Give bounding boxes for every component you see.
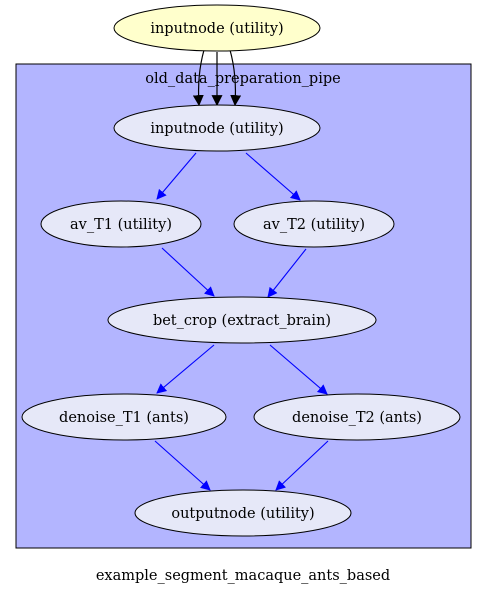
edge-denoise-t2-to-output [275, 440, 329, 491]
edge-av-t2-to-bet [267, 248, 307, 298]
edge-input-to-av-t1 [156, 152, 197, 200]
node-label: denoise_T1 (ants) [59, 410, 189, 426]
node-av-t1[interactable]: av_T1 (utility) [40, 200, 202, 248]
cluster-label: old_data_preparation_pipe [145, 71, 340, 87]
node-label: inputnode (utility) [150, 121, 283, 137]
node-label: bet_crop (extract_brain) [153, 313, 331, 329]
node-label: denoise_T2 (ants) [292, 410, 422, 426]
node-label: outputnode (utility) [171, 506, 314, 522]
node-denoise-t2[interactable]: denoise_T2 (ants) [253, 393, 461, 441]
node-av-t2[interactable]: av_T2 (utility) [233, 200, 395, 248]
node-top-inputnode[interactable]: inputnode (utility) [113, 4, 321, 52]
edges [154, 49, 329, 491]
node-label: inputnode (utility) [150, 21, 283, 37]
edge-top-to-inner-1 [192, 49, 205, 107]
edge-top-to-inner-3 [229, 49, 242, 107]
node-inner-inputnode[interactable]: inputnode (utility) [113, 104, 321, 152]
edge-input-to-av-t2 [245, 152, 301, 201]
node-denoise-t1[interactable]: denoise_T1 (ants) [21, 393, 227, 441]
node-bet-crop[interactable]: bet_crop (extract_brain) [107, 296, 377, 344]
graph-title: example_segment_macaque_ants_based [96, 568, 390, 584]
edge-bet-to-denoise-t1 [156, 344, 215, 394]
node-outputnode[interactable]: outputnode (utility) [134, 489, 352, 537]
node-label: av_T1 (utility) [70, 217, 172, 233]
node-label: av_T2 (utility) [263, 217, 365, 233]
edge-av-t1-to-bet [161, 247, 215, 297]
edge-denoise-t1-to-output [154, 440, 211, 491]
edge-bet-to-denoise-t2 [269, 344, 328, 395]
